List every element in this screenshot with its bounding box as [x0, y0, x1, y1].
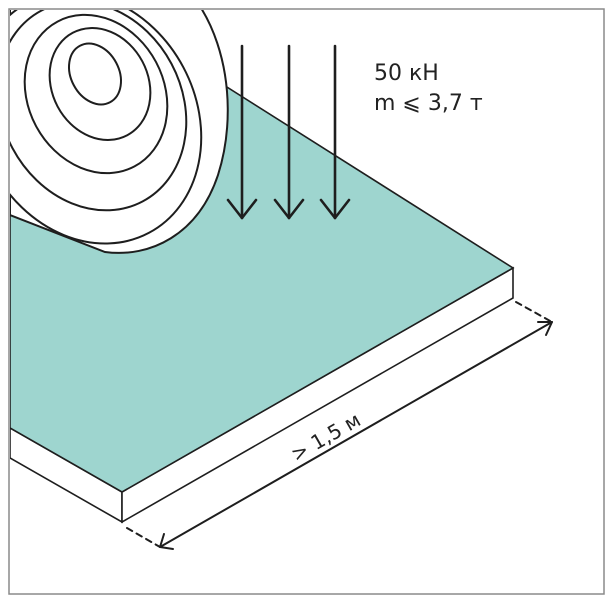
down-arrow-icon [226, 44, 258, 220]
down-arrow-icon [273, 44, 305, 220]
force-label: 50 кН [374, 61, 439, 86]
load-arrows [226, 44, 351, 220]
down-arrow-icon [319, 44, 351, 220]
wheel-icon [10, 10, 229, 254]
mass-label: m ⩽ 3,7 т [374, 91, 483, 116]
dimension-arrow-icon [126, 301, 553, 550]
frame-border [8, 8, 605, 595]
